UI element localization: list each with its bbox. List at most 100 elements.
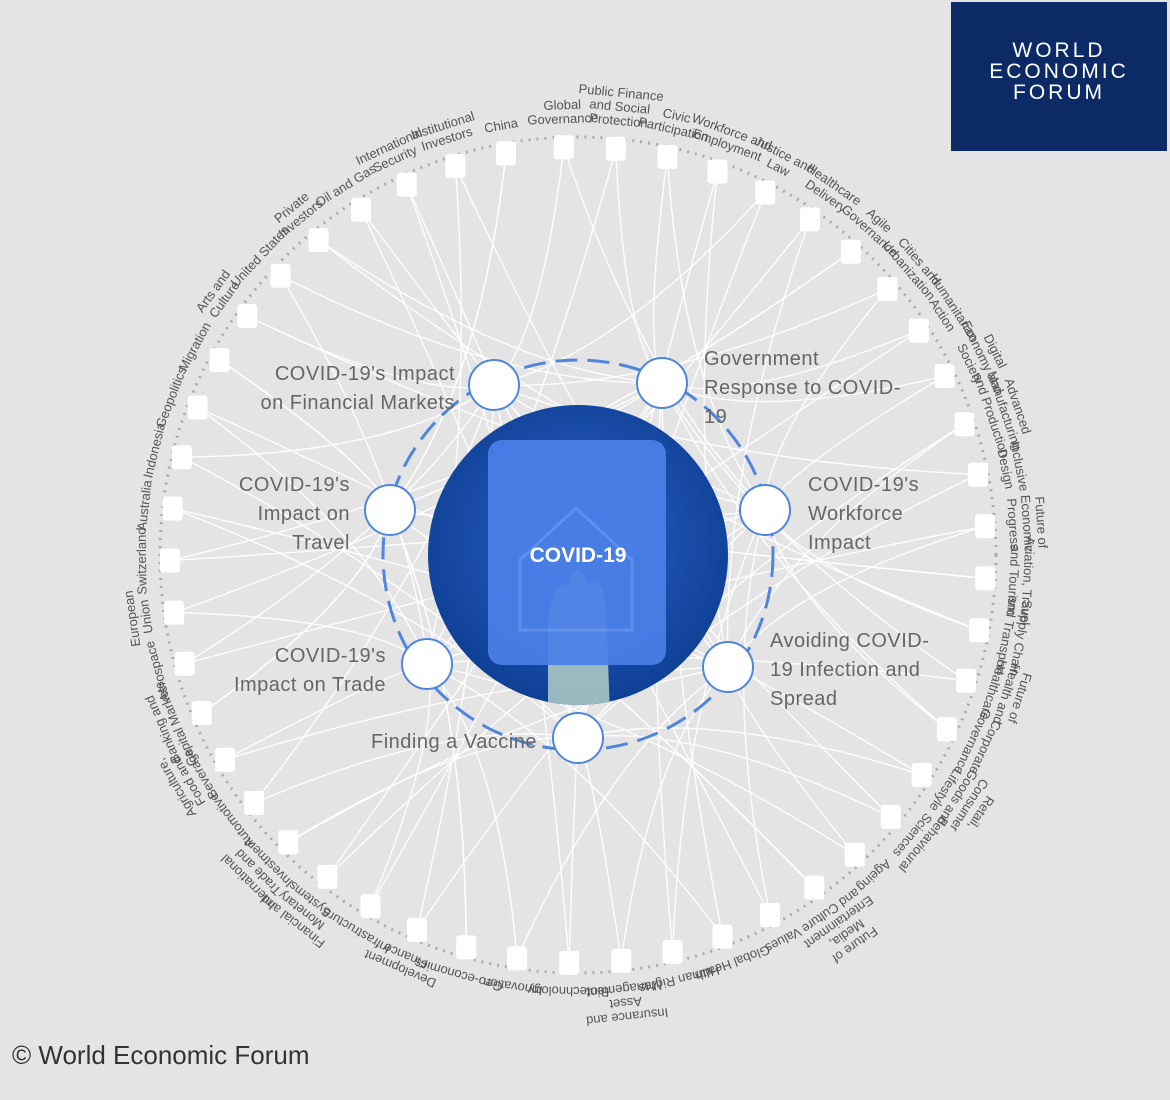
topic-box[interactable] xyxy=(707,159,728,184)
topic-node[interactable]: AdvancedManufacturingand Production xyxy=(954,362,1040,459)
topic-box[interactable] xyxy=(160,548,180,573)
topic-box[interactable] xyxy=(209,348,230,373)
topic-node[interactable]: Future ofMedia,Entertainmentand Culture xyxy=(793,875,892,975)
topic-box[interactable] xyxy=(605,136,626,161)
topic-box[interactable] xyxy=(968,462,988,487)
copyright-text: © World Economic Forum xyxy=(12,1040,310,1070)
topic-box[interactable] xyxy=(954,412,975,437)
center-title: COVID-19 xyxy=(530,544,627,567)
topic-box[interactable] xyxy=(237,304,258,328)
topic-box[interactable] xyxy=(350,197,371,222)
topic-box[interactable] xyxy=(270,263,291,288)
topic-label: GlobalGovernance xyxy=(527,96,599,127)
topic-node[interactable]: DevelopmentFinance xyxy=(362,917,444,991)
topic-node[interactable]: EuropeanUnion xyxy=(121,588,185,648)
topic-node[interactable]: Australia xyxy=(134,479,183,532)
topic-box[interactable] xyxy=(880,804,901,829)
topic-box[interactable] xyxy=(171,445,192,470)
topic-label: Future ofEconomicProgress xyxy=(1004,493,1051,553)
topic-box[interactable] xyxy=(804,875,825,900)
topic-box[interactable] xyxy=(317,864,338,889)
topic-box[interactable] xyxy=(507,946,528,971)
topic-node[interactable]: Aerospace xyxy=(142,639,195,703)
topic-box[interactable] xyxy=(244,791,265,815)
subtopic-label-line: Government xyxy=(704,348,819,370)
topic-box[interactable] xyxy=(162,496,183,521)
topic-node[interactable]: Aviation, Traveland Tourism xyxy=(975,535,1038,626)
topic-box[interactable] xyxy=(712,924,733,949)
topic-node[interactable]: Infrastructure xyxy=(319,894,393,957)
topic-box[interactable] xyxy=(662,939,683,964)
wef-logo: WORLD ECONOMIC FORUM xyxy=(951,2,1167,151)
topic-node[interactable]: Biotechnology xyxy=(527,950,609,1000)
topic-box[interactable] xyxy=(445,153,466,178)
topic-node[interactable]: Oil and Gas xyxy=(313,161,380,222)
topic-box[interactable] xyxy=(975,566,996,591)
topic-box[interactable] xyxy=(191,701,212,725)
subtopic-circle[interactable] xyxy=(739,484,791,536)
topic-box[interactable] xyxy=(908,318,929,343)
topic-box[interactable] xyxy=(840,239,861,264)
connection-line xyxy=(181,384,495,458)
topic-node[interactable]: Switzerland xyxy=(134,527,180,595)
subtopic-label-line: 19 xyxy=(704,406,727,428)
topic-box[interactable] xyxy=(800,207,820,232)
topic-box[interactable] xyxy=(360,894,381,919)
topic-node[interactable]: Future ofEconomicProgress xyxy=(975,493,1051,553)
subtopic-circle[interactable] xyxy=(401,638,453,690)
subtopic-circle[interactable] xyxy=(468,359,520,411)
topic-node[interactable]: Future ofHealth andHealthcare xyxy=(956,657,1037,730)
topic-box[interactable] xyxy=(956,668,977,693)
topic-label-line: and Social xyxy=(589,96,651,117)
topic-node[interactable]: China xyxy=(483,115,520,166)
topic-box[interactable] xyxy=(187,395,208,420)
subtopic-circle[interactable] xyxy=(702,641,754,693)
topic-label-line: Future of xyxy=(1032,496,1051,549)
topic-box[interactable] xyxy=(496,141,516,166)
topic-node[interactable]: Migration xyxy=(175,319,230,374)
topic-box[interactable] xyxy=(164,600,185,625)
topic-box[interactable] xyxy=(559,950,580,975)
topic-box[interactable] xyxy=(278,830,299,855)
topic-node[interactable]: GlobalGovernance xyxy=(527,96,599,160)
topic-box[interactable] xyxy=(911,762,932,787)
topic-node[interactable]: InstitutionalInvestors xyxy=(409,108,481,178)
subtopic-label-line: COVID-19's xyxy=(275,645,386,667)
topic-node[interactable]: Retail,ConsumerGoods andLifestyle xyxy=(911,759,1005,843)
subtopic-circle[interactable] xyxy=(636,357,688,409)
topic-box[interactable] xyxy=(174,651,195,676)
connection-line xyxy=(389,153,507,511)
topic-box[interactable] xyxy=(407,917,427,942)
topic-box[interactable] xyxy=(936,717,957,742)
topic-box[interactable] xyxy=(456,935,477,960)
subtopic-circle[interactable] xyxy=(364,484,416,536)
topic-box[interactable] xyxy=(611,948,632,973)
topic-label: Aerospace xyxy=(142,639,173,703)
topic-box[interactable] xyxy=(755,180,776,205)
topic-node[interactable]: Public Financeand SocialProtection xyxy=(575,81,664,161)
subtopic-node-vaccine[interactable]: Finding a Vaccine xyxy=(371,712,604,764)
topic-box[interactable] xyxy=(844,842,865,867)
topic-box[interactable] xyxy=(760,903,780,927)
topic-box[interactable] xyxy=(215,747,236,772)
topic-box[interactable] xyxy=(975,514,995,539)
topic-box[interactable] xyxy=(308,228,329,253)
topic-box[interactable] xyxy=(934,364,955,388)
topic-box[interactable] xyxy=(657,144,678,169)
topic-box[interactable] xyxy=(969,618,989,643)
topic-box[interactable] xyxy=(396,172,417,197)
topic-node[interactable]: Geopolitics xyxy=(152,364,208,430)
topic-box[interactable] xyxy=(877,277,898,301)
connection-line xyxy=(197,406,428,665)
center-card xyxy=(488,440,666,665)
topic-box[interactable] xyxy=(553,135,574,160)
subtopic-circle[interactable] xyxy=(552,712,604,764)
center-node[interactable]: COVID-19 xyxy=(428,405,728,715)
